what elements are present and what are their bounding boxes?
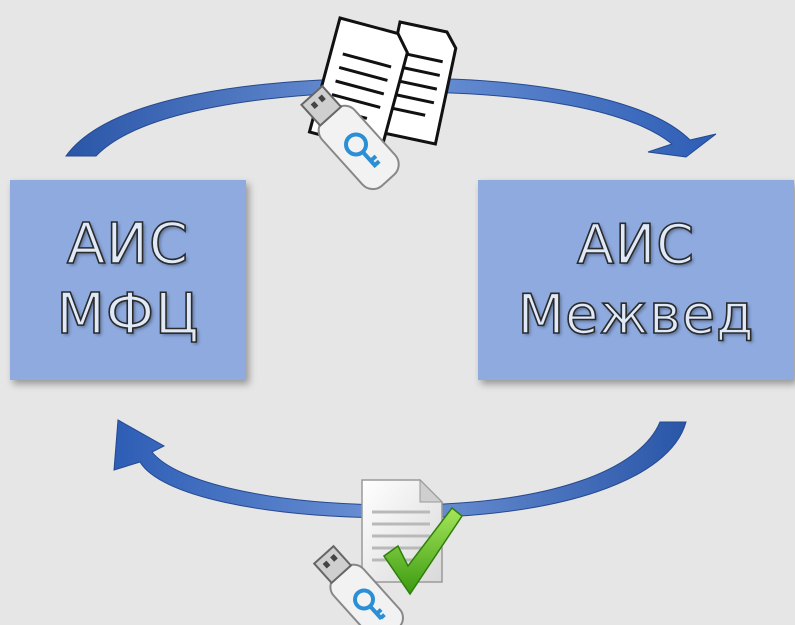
ais-mezhved-line1: АИС: [576, 212, 696, 277]
ais-mfc-box: АИС МФЦ: [10, 180, 246, 380]
ais-mfc-line1: АИС: [66, 211, 190, 278]
checkmark-icon: [382, 506, 464, 596]
arrow-to-mezhved: [65, 77, 717, 158]
ais-mezhved-line2: Межвед: [517, 282, 755, 347]
usb-key-icon: [300, 84, 400, 191]
ais-mezhved-box: АИС Межвед: [478, 180, 794, 380]
ais-mfc-line2: МФЦ: [56, 281, 200, 348]
arrow-to-mfc: [113, 419, 687, 519]
usb-key-icon-bottom: [312, 544, 404, 625]
